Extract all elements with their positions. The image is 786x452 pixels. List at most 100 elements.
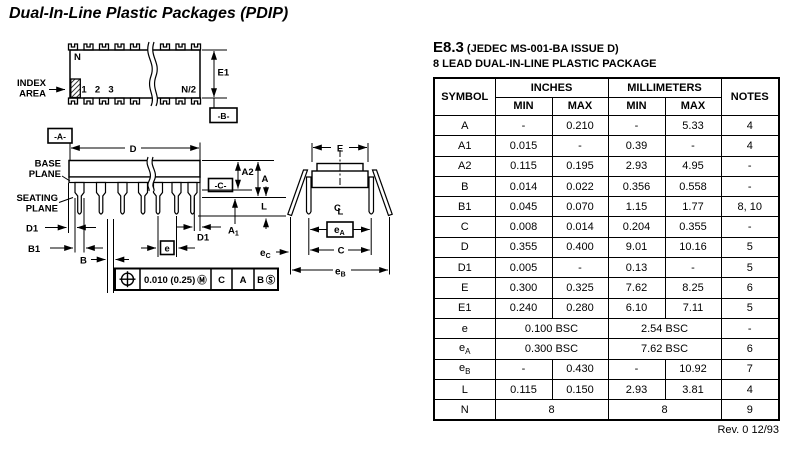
break-line (147, 41, 154, 107)
dim-b-label: B (80, 256, 87, 267)
package-side-view: D BASE PLANE SEATING PLANE -C- (16, 141, 286, 293)
tolerance-datum-b: B (257, 275, 264, 286)
table-cell: 3.81 (664, 378, 722, 401)
header-inches: INCHES (494, 77, 609, 98)
rfs-modifier-icon: Ⓢ (266, 275, 276, 287)
table-cell: 9.01 (607, 236, 666, 259)
dim-e1-label: E1 (218, 68, 230, 79)
dim-ea: eA (308, 218, 372, 255)
break-line (146, 156, 151, 192)
header-min: MIN (607, 96, 666, 116)
base-plane-label: BASE (35, 159, 61, 170)
page-title: Dual-In-Line Plastic Packages (PDIP) (9, 5, 289, 22)
datum-b: -B- (209, 107, 238, 124)
tolerance-frame: 0.010 (0.25) Ⓜ C A B Ⓢ (114, 267, 279, 291)
table-cell: 5 (720, 297, 780, 319)
pin-count-label: N (74, 52, 81, 63)
table-cell: 5 (720, 257, 780, 279)
table-cell: - (664, 135, 722, 157)
table-cell: A1 (433, 135, 496, 157)
table-cell: 10.92 (664, 358, 722, 380)
spec-code: E8.3 (433, 39, 464, 56)
table-cell: eA (433, 338, 496, 360)
lead (305, 176, 312, 215)
table-cell: 0.355 (494, 236, 553, 259)
table-cell: 0.400 (551, 236, 609, 259)
table-cell: B1 (433, 196, 496, 218)
dim-eb: eB (291, 217, 390, 279)
table-cell: 6.10 (607, 297, 666, 319)
table-cell: N (433, 399, 496, 421)
table-header-row: SYMBOL INCHES MILLIMETERS NOTES (433, 77, 780, 116)
table-cell: 5.33 (664, 114, 722, 137)
table-cell: - (494, 114, 553, 137)
table-cell: 4 (720, 378, 780, 401)
table-cell: 0.300 (494, 277, 553, 299)
svg-text:L: L (338, 207, 344, 218)
dim-a1-label: A1 (228, 226, 239, 238)
table-cell: 2.93 (607, 155, 666, 177)
dim-e-pitch: e (141, 216, 195, 257)
spec-heading: E8.3 (JEDEC MS-001-BA ISSUE D) (433, 39, 781, 56)
table-cell: e (433, 317, 496, 340)
table-cell: 0.022 (551, 175, 609, 198)
base-plane-band (68, 176, 201, 184)
pin3-label: 3 (108, 85, 113, 96)
table-cell: - (720, 216, 780, 238)
datum-b-label: -B- (218, 111, 230, 121)
table-cell: 2.54 BSC (607, 317, 722, 340)
dim-c-label: C (338, 246, 345, 257)
dim-d1-label: D1 (197, 233, 210, 244)
table-cell: eB (433, 358, 496, 380)
position-tolerance-icon (119, 271, 136, 288)
table-cell: 0.070 (551, 196, 609, 218)
package-drawing: N 1 2 3 N/2 INDEX AREA E1 -B- -A- (16, 41, 393, 293)
table-cell: 0.195 (551, 155, 609, 177)
lead (368, 176, 375, 215)
spec-panel: E8.3 (JEDEC MS-001-BA ISSUE D) 8 LEAD DU… (433, 39, 781, 436)
break-line (151, 156, 156, 192)
table-cell: 1.15 (607, 196, 666, 218)
table-cell: 8.25 (664, 277, 722, 299)
dim-d1-left: D1 (26, 183, 96, 253)
dim-eb-label: eB (335, 267, 346, 279)
table-cell: E (433, 277, 496, 299)
header-max: MAX (664, 96, 722, 116)
table-cell: D1 (433, 257, 496, 279)
table-cell: 0.355 (664, 216, 722, 238)
table-cell: 0.210 (551, 114, 609, 137)
dim-ec: eC (260, 217, 291, 275)
package-end-view: E C L eA C eC (260, 141, 393, 279)
table-cell: 0.325 (551, 277, 609, 299)
table-cell: 8 (607, 399, 722, 421)
header-min: MIN (494, 96, 553, 116)
seating-plane-label: PLANE (26, 204, 58, 215)
splayed-lead (371, 169, 393, 217)
dim-a2-label: A2 (242, 167, 254, 178)
dim-l-label: L (261, 202, 267, 213)
table-cell: 1.77 (664, 196, 722, 218)
tolerance-datum-a: A (240, 275, 247, 286)
break-line (152, 41, 159, 107)
package-top-view: N 1 2 3 N/2 INDEX AREA E1 -B- (17, 41, 238, 124)
dim-b: B (80, 219, 129, 293)
package-body-outline (68, 159, 201, 178)
dim-heights: A2 A L A1 (198, 160, 286, 238)
table-cell: 6 (720, 277, 780, 299)
table-cell: 0.204 (607, 216, 666, 238)
table-cell: A (433, 114, 496, 137)
table-cell: 0.014 (494, 175, 553, 198)
table-cell: - (607, 114, 666, 137)
dim-d: D (69, 141, 201, 160)
dim-e1: E1 (202, 49, 230, 108)
